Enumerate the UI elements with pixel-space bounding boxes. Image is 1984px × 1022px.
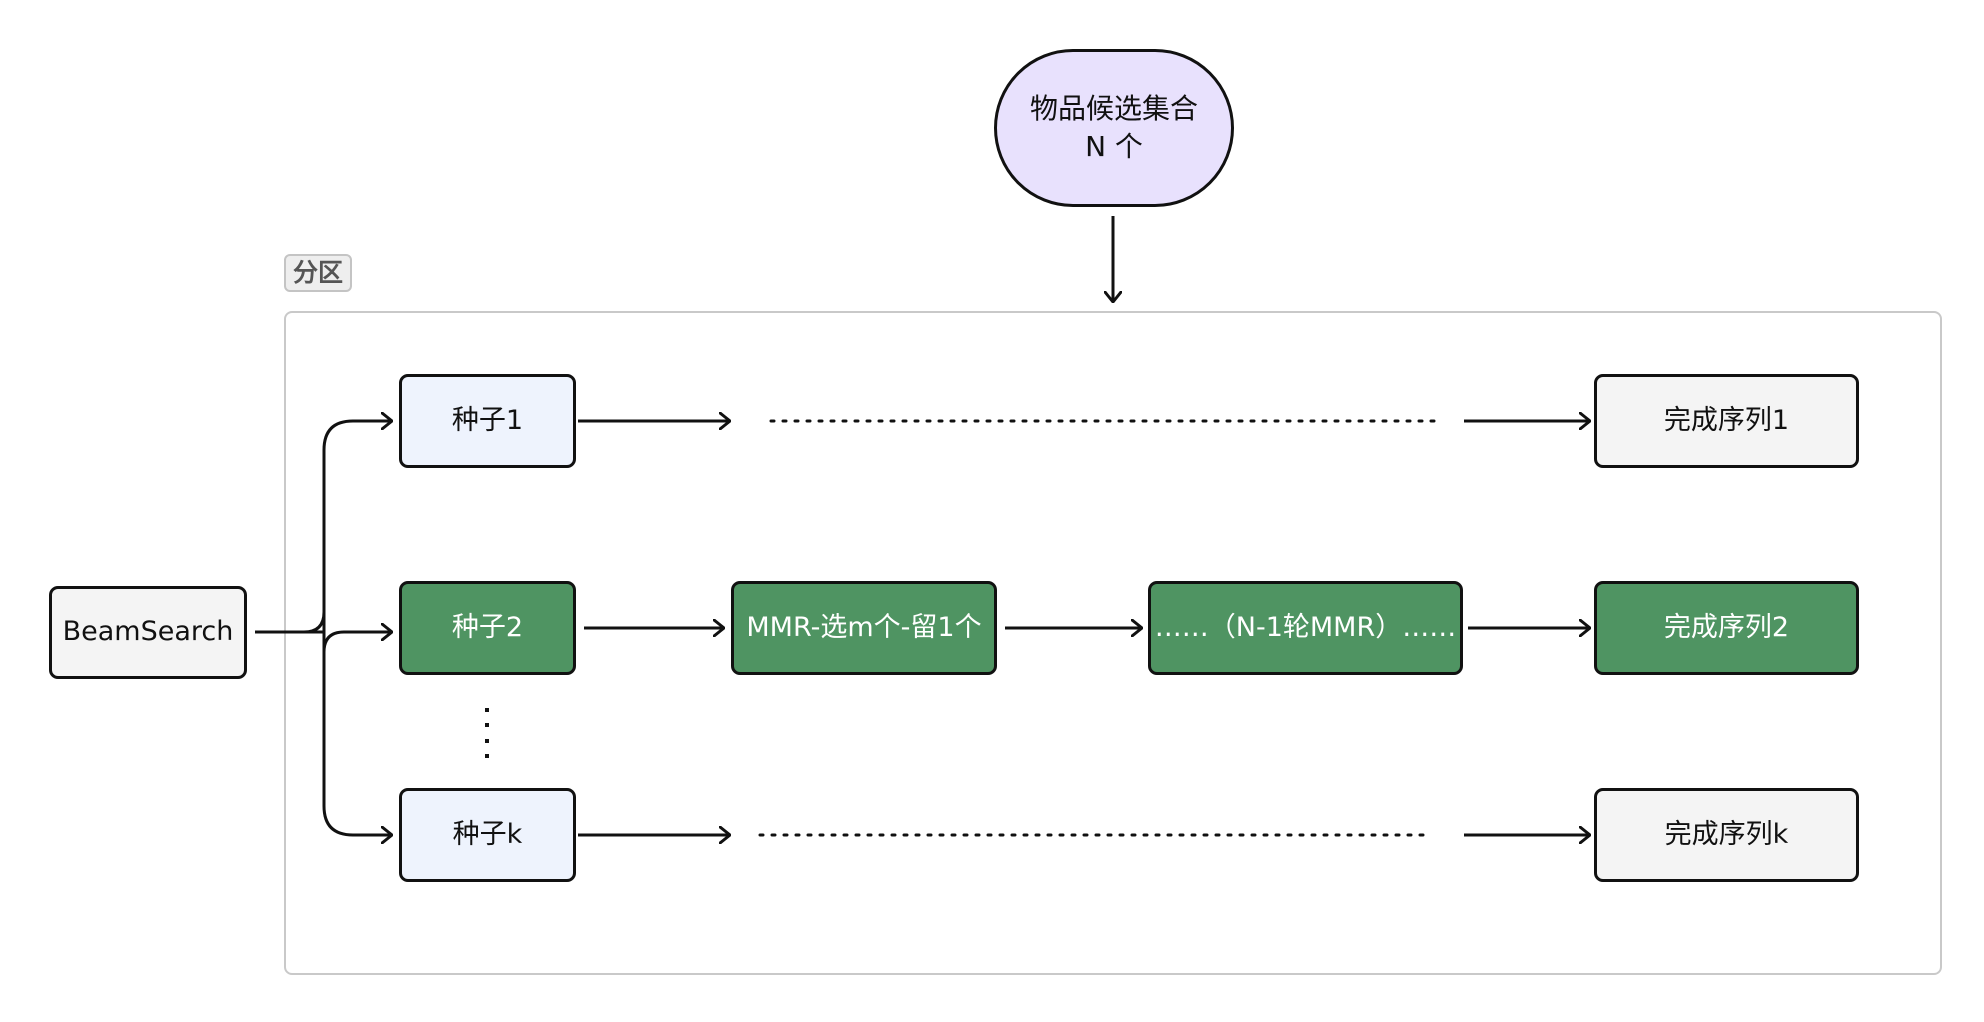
candidate-set-count: N 个 (1085, 130, 1143, 163)
edge-beamsearch-to-seed1 (304, 421, 392, 634)
beamsearch-node: BeamSearch (49, 586, 247, 679)
seed-k-node: 种子k (399, 788, 576, 882)
mmr-step-node: MMR-选m个-留1个 (731, 581, 997, 675)
edge-beamsearch-to-seedk (322, 632, 392, 835)
more-seeds-ellipsis (480, 708, 494, 758)
seed-1-node: 种子1 (399, 374, 576, 468)
result-1-node: 完成序列1 (1594, 374, 1859, 468)
result-k-node: 完成序列k (1594, 788, 1859, 882)
partition-frame (284, 311, 1942, 975)
partition-label: 分区 (284, 254, 353, 292)
mmr-rounds-node: ……（N-1轮MMR）…… (1148, 581, 1463, 675)
candidate-set-node: 物品候选集合 N 个 (994, 49, 1234, 207)
result-2-node: 完成序列2 (1594, 581, 1859, 675)
candidate-set-title: 物品候选集合 (1029, 92, 1198, 126)
seed-2-node: 种子2 (399, 581, 576, 675)
